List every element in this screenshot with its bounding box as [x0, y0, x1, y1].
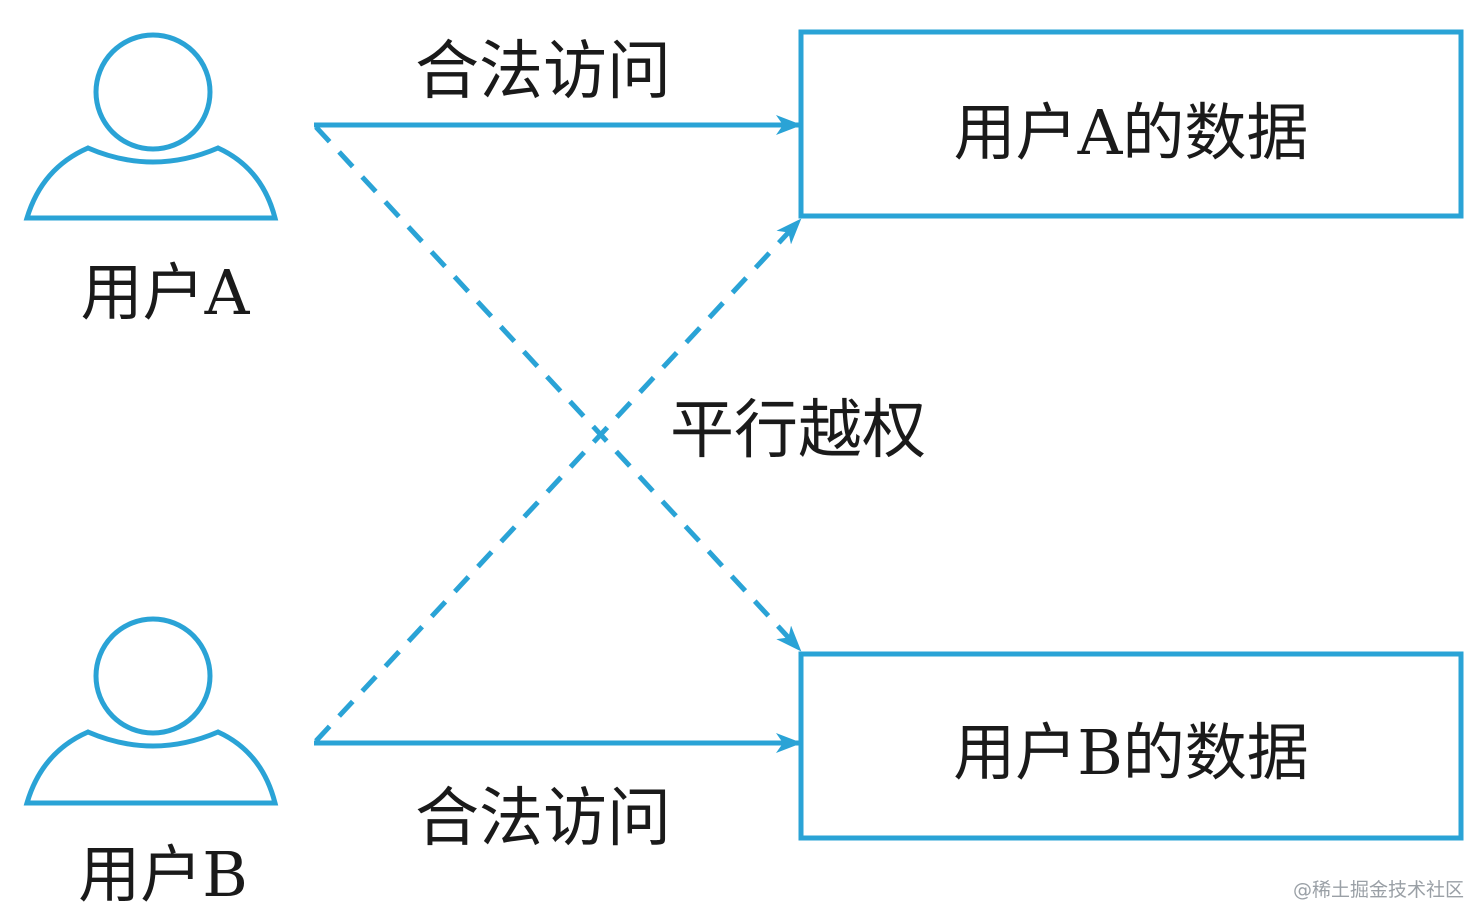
data-box-a-label: 用户A的数据: [954, 96, 1309, 169]
horizontal-privilege-label: 平行越权: [670, 394, 926, 468]
user-b-body: [23, 729, 279, 806]
data-box-b-label: 用户B的数据: [953, 716, 1309, 789]
user-b-label: 用户B: [78, 838, 248, 906]
privilege-arrow-b-to-a: [314, 218, 802, 743]
user-b-head: [93, 616, 213, 736]
legal-access-label-bottom: 合法访问: [415, 782, 671, 856]
watermark: @稀土掘金技术社区: [1293, 879, 1464, 901]
user-a-head: [93, 32, 213, 152]
user-a-body: [23, 145, 279, 221]
legal-access-label-top: 合法访问: [415, 35, 671, 109]
privilege-arrow-a-to-b: [314, 125, 802, 652]
user-a-label: 用户A: [81, 256, 251, 329]
user-b-icon: [23, 616, 279, 806]
user-a-icon: [23, 32, 279, 221]
